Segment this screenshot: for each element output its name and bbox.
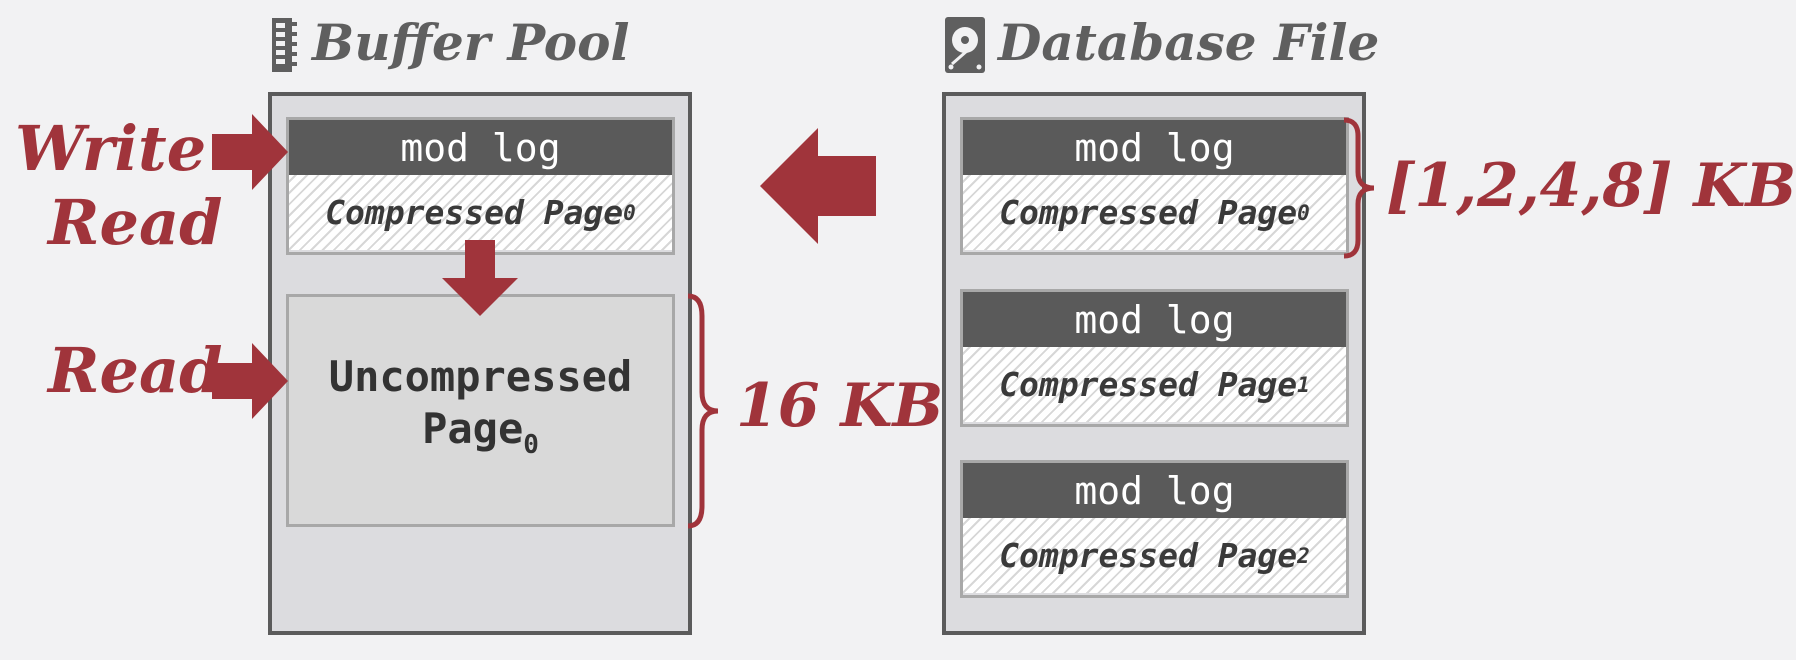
memory-chip-icon [272,18,297,72]
mod-log-bar: mod log [963,120,1346,175]
database-file-title: Database File [998,13,1380,72]
compressed-page-subscript: 2 [1297,543,1310,568]
compressed-page-subscript: 0 [1297,200,1310,225]
mod-log-bar: mod log [963,463,1346,518]
compressed-page-text: Compressed Page [325,193,624,232]
load-from-disk-arrow [760,128,876,244]
compressed-size-label: [1,2,4,8] KB [1386,151,1796,221]
uncompressed-line2: Page [422,403,524,453]
read-label-bottom: Read [48,334,223,407]
write-read-arrow [212,114,288,190]
compressed-page-text: Compressed Page [999,193,1298,232]
uncompressed-page: Uncompressed Page0 [286,294,675,527]
compressed-page-text: Compressed Page [999,365,1298,404]
compressed-page-subscript: 1 [1297,372,1310,397]
uncompressed-size-label: 16 KB [736,371,944,441]
compressed-page-text: Compressed Page [999,536,1298,575]
hard-disk-icon [945,17,985,73]
compressed-page-subscript: 0 [623,200,636,225]
read-arrow [212,343,288,419]
mod-log-bar: mod log [963,292,1346,347]
uncompressed-line1: Uncompressed [328,351,633,401]
compressed-size-brace [1343,117,1375,259]
decompress-arrow [442,240,518,316]
uncompressed-subscript: 0 [523,429,539,460]
mod-log-bar: mod log [289,120,672,175]
buffer-pool-title: Buffer Pool [312,13,630,72]
uncompressed-size-brace [687,293,719,529]
write-label: Write [15,112,207,185]
read-label-top: Read [48,186,223,259]
